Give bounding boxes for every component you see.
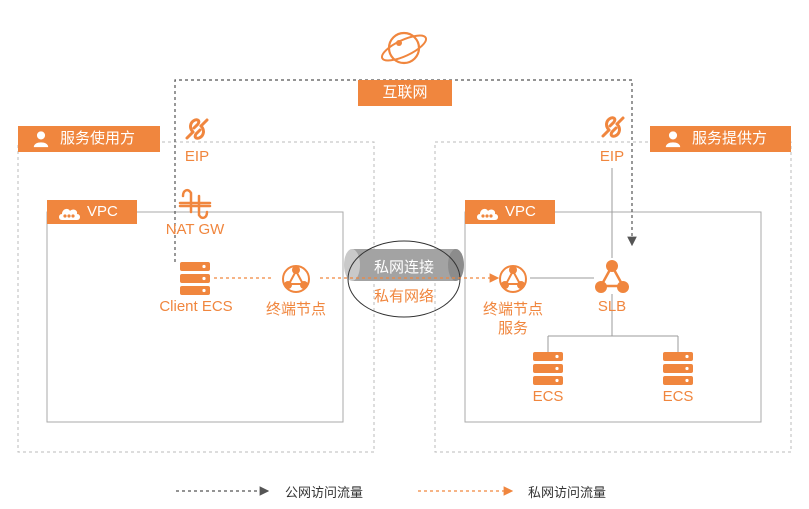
provider-vpc-tag: VPC [465,200,555,224]
provider-zone [434,141,792,453]
provider-vpc-label: VPC [505,203,536,220]
consumer-vpc-box [46,211,344,423]
legend-public-label: 公网访问流量 [285,485,364,500]
provider-eip-label: EIP [599,148,625,165]
tunnel-label: 私网连接 [373,259,435,276]
planet-icon [380,31,428,65]
consumer-eip-icon [185,118,209,140]
consumer-vpc-label: VPC [87,203,118,220]
provider-vpc-box [464,211,762,423]
provider-role-tag: 服务提供方 [650,126,791,152]
slb-icon [595,260,629,293]
consumer-eip-label: EIP [184,148,210,165]
provider-links [530,168,679,352]
endpoint-service-icon [499,265,527,293]
private-network-ellipse [347,240,461,318]
private-network-label: 私有网络 [373,288,435,305]
cloud-icon [477,208,498,220]
provider-eip-icon [601,116,625,138]
consumer-zone [17,141,375,453]
user-icon [665,131,681,148]
internet-label-text: 互联网 [382,84,428,101]
slb-label: SLB [597,298,627,315]
ecs-label-1: ECS [532,388,564,405]
ecs-server-icon-2 [663,352,693,385]
public-traffic-path [174,79,637,262]
consumer-vpc-tag: VPC [47,200,137,224]
cloud-icon [59,208,80,220]
consumer-role-label: 服务使用方 [60,130,136,147]
endpoint-label: 终端节点 [265,301,327,318]
endpoint-service-label-line2: 服务 [497,320,529,337]
endpoint-icon [282,265,310,293]
endpoint-service-label-line1: 终端节点 [482,301,544,318]
nat-gateway-icon [178,188,212,220]
ecs-label-2: ECS [662,388,694,405]
client-ecs-server-icon [180,262,210,295]
ecs-server-icon-1 [533,352,563,385]
client-ecs-label: Client ECS [159,298,233,315]
nat-gateway-label: NAT GW [165,221,225,238]
private-tunnel [344,249,464,281]
legend-private-label: 私网访问流量 [528,485,607,500]
provider-role-label: 服务提供方 [692,130,768,147]
user-icon [33,131,49,148]
internet-label: 互联网 [358,80,452,106]
consumer-role-tag: 服务使用方 [18,126,160,152]
